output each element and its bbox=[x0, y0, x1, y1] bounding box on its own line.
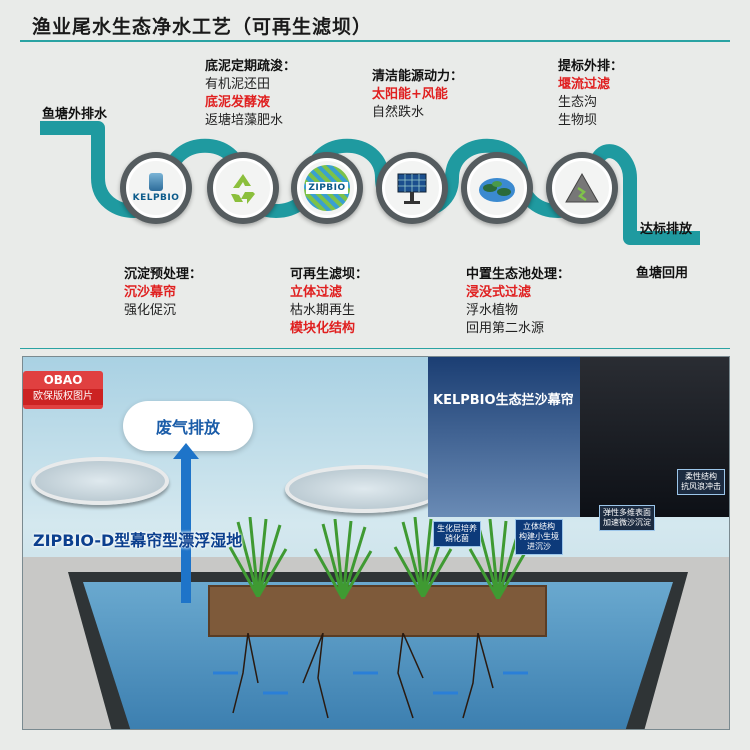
plant-roots bbox=[213, 633, 528, 719]
copyright-badge: OBAO 欧保版权图片 bbox=[23, 371, 103, 409]
exhaust-label: 废气排放 bbox=[155, 418, 220, 437]
badge-bottom: 欧保版权图片 bbox=[23, 389, 103, 405]
up-arrow-icon bbox=[173, 443, 199, 459]
curtain-panel bbox=[428, 357, 580, 517]
zipbio-icon: ZIPBIO bbox=[297, 158, 357, 218]
section-divider bbox=[20, 348, 730, 349]
label-eco-pond: 中置生态池处理： 浸没式过滤 浮水植物 回用第二水源 bbox=[466, 267, 571, 336]
tag-structure: 立体结构 构建小生境 进沉沙 bbox=[515, 519, 563, 555]
tag-flexible: 柔性结构 抗风浪冲击 bbox=[677, 469, 725, 495]
plant bbox=[393, 517, 453, 597]
kelpbio-icon: KELPBIO bbox=[126, 158, 186, 218]
recycle-icon bbox=[213, 158, 273, 218]
title-rule bbox=[20, 40, 730, 42]
start-label: 鱼塘外排水 bbox=[42, 107, 108, 122]
settling-tank-left bbox=[31, 457, 169, 505]
label-sludge-dredging: 底泥定期疏浚： 有机泥还田 底泥发酵液 返塘培藻肥水 bbox=[205, 59, 297, 128]
wetland-title: ZIPBIO-D型幕帘型漂浮湿地 bbox=[33, 531, 243, 550]
wetland-scene: 废气排放 ZIPBIO-D型幕帘型漂浮湿地 KELPBIO生态拦沙幕帘 生化层培… bbox=[22, 356, 730, 730]
label-pretreatment: 沉淀预处理： 沉沙幕帘 强化促沉 bbox=[124, 267, 203, 318]
settling-tank-right bbox=[285, 465, 443, 513]
process-pipe bbox=[40, 121, 700, 245]
label-clean-energy: 清洁能源动力： 太阳能+风能 自然跌水 bbox=[372, 69, 464, 120]
zipbio-text: ZIPBIO bbox=[306, 182, 348, 194]
badge-top: OBAO bbox=[43, 373, 83, 387]
solar-panel-icon bbox=[382, 158, 442, 218]
label-discharge: 提标外排： 堰流过滤 生态沟 生物坝 bbox=[558, 59, 624, 128]
mountain-icon bbox=[552, 158, 612, 218]
plant bbox=[228, 517, 288, 597]
floating-grid bbox=[208, 585, 547, 637]
tag-elastic: 弹性多维表面 加速微沙沉淀 bbox=[599, 505, 655, 531]
tag-biofilm: 生化层培养 硝化菌 bbox=[433, 521, 481, 547]
kelpbio-text: KELPBIO bbox=[132, 193, 180, 203]
plant bbox=[313, 519, 373, 599]
panel-title: KELPBIO生态拦沙幕帘 bbox=[433, 393, 574, 408]
end-label: 达标排放 bbox=[640, 222, 693, 237]
label-filter-dam: 可再生滤坝： 立体过滤 枯水期再生 模块化结构 bbox=[290, 267, 369, 336]
up-arrow-shaft bbox=[181, 453, 191, 603]
plant bbox=[468, 519, 528, 599]
reuse-label: 鱼塘回用 bbox=[636, 266, 689, 281]
page-title: 渔业尾水生态净水工艺（可再生滤坝） bbox=[32, 16, 373, 38]
lily-pad-icon bbox=[467, 158, 527, 218]
exhaust-cloud: 废气排放 bbox=[123, 401, 253, 451]
